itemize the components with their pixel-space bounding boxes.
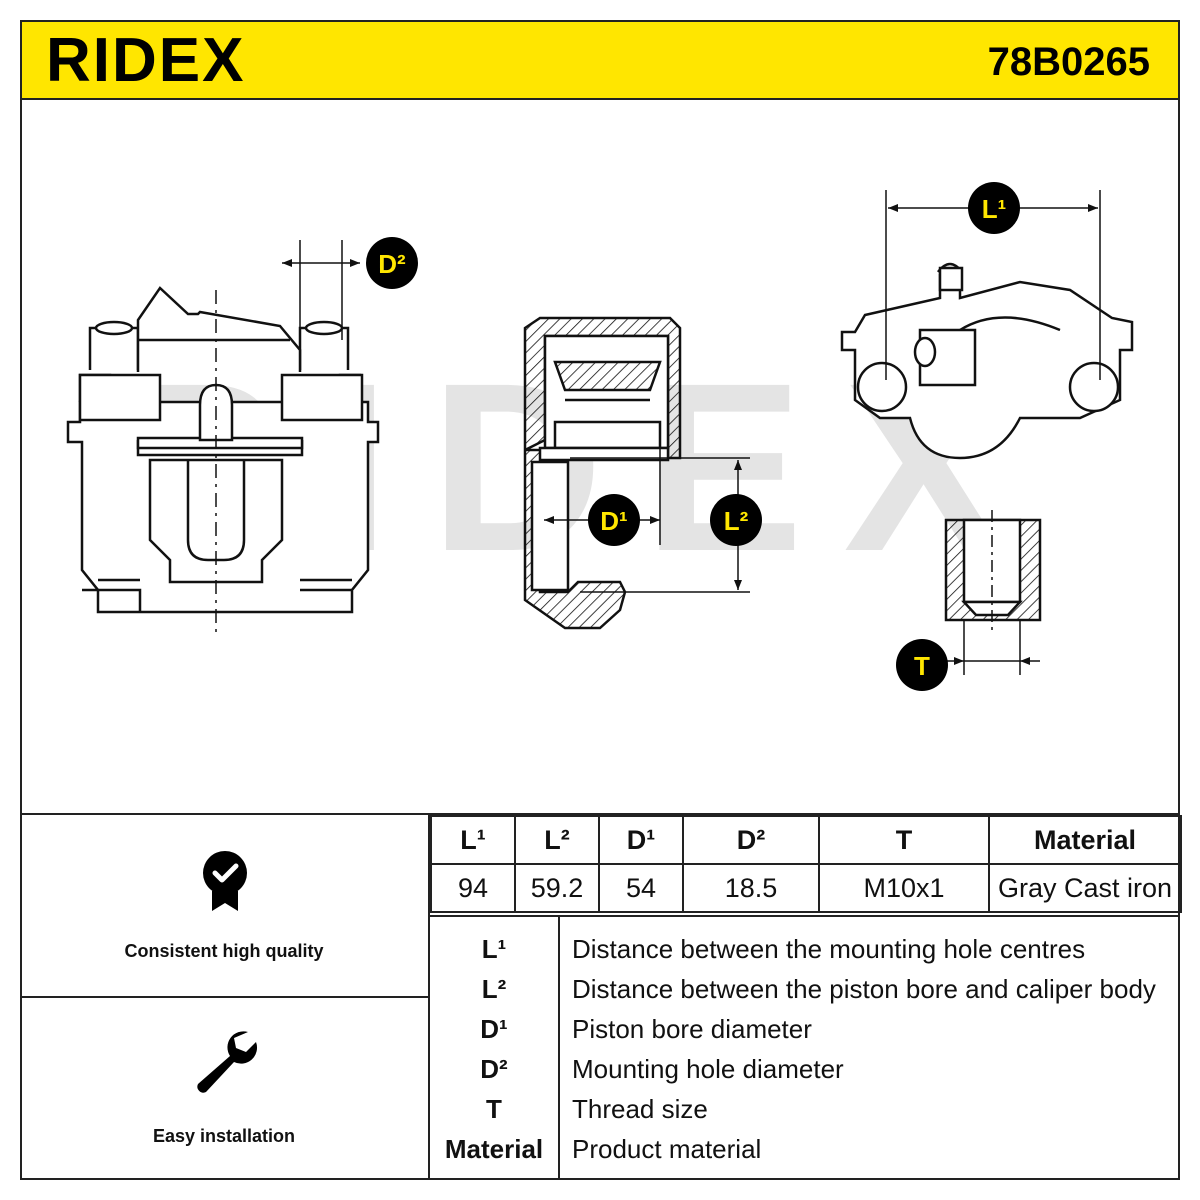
specs-value-l1: 94: [430, 863, 516, 913]
specs-value-row: 94 59.2 54 18.5 M10x1 Gray Cast iron: [430, 863, 1182, 913]
legend-key: D²: [480, 1054, 508, 1084]
part-number: 78B0265: [987, 40, 1150, 84]
specs-header-d2: D²: [682, 815, 820, 865]
technical-drawing: RIDEX: [20, 100, 1180, 813]
legend-description: Piston bore diameter: [572, 1014, 812, 1044]
callout-l1: L¹: [968, 182, 1020, 234]
header-bar: RIDEX 78B0265: [20, 20, 1180, 100]
specs-value-material: Gray Cast iron: [988, 863, 1182, 913]
feature-quality: Consistent high quality: [20, 815, 428, 998]
legend-description: Distance between the mounting hole centr…: [572, 934, 1086, 964]
legend-row: T Thread size: [430, 1089, 1180, 1129]
thread-section-view: [940, 510, 1042, 675]
callout-l2: L²: [710, 494, 762, 546]
legend-key: T: [486, 1094, 502, 1124]
callout-d2: D²: [366, 237, 418, 289]
specs-header-d1: D¹: [598, 815, 684, 865]
legend-table: L¹ Distance between the mounting hole ce…: [430, 915, 1180, 1180]
specs-header-row: L¹ L² D¹ D² T Material: [430, 815, 1182, 865]
legend-row: L¹ Distance between the mounting hole ce…: [430, 929, 1180, 969]
legend-description: Distance between the piston bore and cal…: [572, 974, 1156, 1004]
legend-row: L² Distance between the piston bore and …: [430, 969, 1180, 1009]
specs-header-material: Material: [988, 815, 1182, 865]
legend-description: Thread size: [572, 1094, 708, 1124]
callout-l1-label: L¹: [982, 194, 1007, 224]
legend-key: D¹: [480, 1014, 508, 1044]
caliper-drawing: RIDEX: [66, 182, 1134, 691]
specs-header-l1: L¹: [430, 815, 516, 865]
callout-l2-label: L²: [724, 506, 749, 536]
specs-value-l2: 59.2: [514, 863, 600, 913]
info-panel: Consistent high quality Easy installatio…: [20, 813, 1182, 1180]
feature-label: Easy installation: [152, 1126, 296, 1146]
legend-key: Material: [444, 1134, 544, 1164]
legend-description: Product material: [572, 1134, 762, 1164]
callout-d1: D¹: [588, 494, 640, 546]
specs-value-t: M10x1: [818, 863, 990, 913]
legend-row: D² Mounting hole diameter: [430, 1049, 1180, 1089]
features-panel: Consistent high quality Easy installatio…: [20, 815, 430, 1180]
wrench-icon: [197, 1031, 258, 1093]
feature-label: Consistent high quality: [124, 941, 324, 961]
specs-header-t: T: [818, 815, 990, 865]
caliper-rear-view: [66, 240, 380, 635]
callout-t-label: T: [914, 651, 930, 681]
callout-t: T: [896, 639, 948, 691]
quality-badge-icon: [203, 851, 247, 911]
legend-key: L²: [481, 974, 507, 1004]
specs-value-d1: 54: [598, 863, 684, 913]
piston-section-view: [523, 316, 750, 630]
legend-row: Material Product material: [430, 1129, 1180, 1169]
caliper-side-view: [840, 190, 1134, 460]
specs-value-d2: 18.5: [682, 863, 820, 913]
callout-d2-label: D²: [378, 249, 406, 279]
legend-description: Mounting hole diameter: [572, 1054, 844, 1084]
callout-d1-label: D¹: [600, 506, 627, 536]
specs-table: L¹ L² D¹ D² T Material 94 59.2 54 18.5 M…: [430, 815, 1182, 913]
specs-header-l2: L²: [514, 815, 600, 865]
brand-logo: RIDEX: [46, 26, 246, 95]
feature-installation: Easy installation: [20, 998, 428, 1180]
legend-divider: [558, 917, 560, 1180]
legend-row: D¹ Piston bore diameter: [430, 1009, 1180, 1049]
legend-key: L¹: [481, 934, 507, 964]
